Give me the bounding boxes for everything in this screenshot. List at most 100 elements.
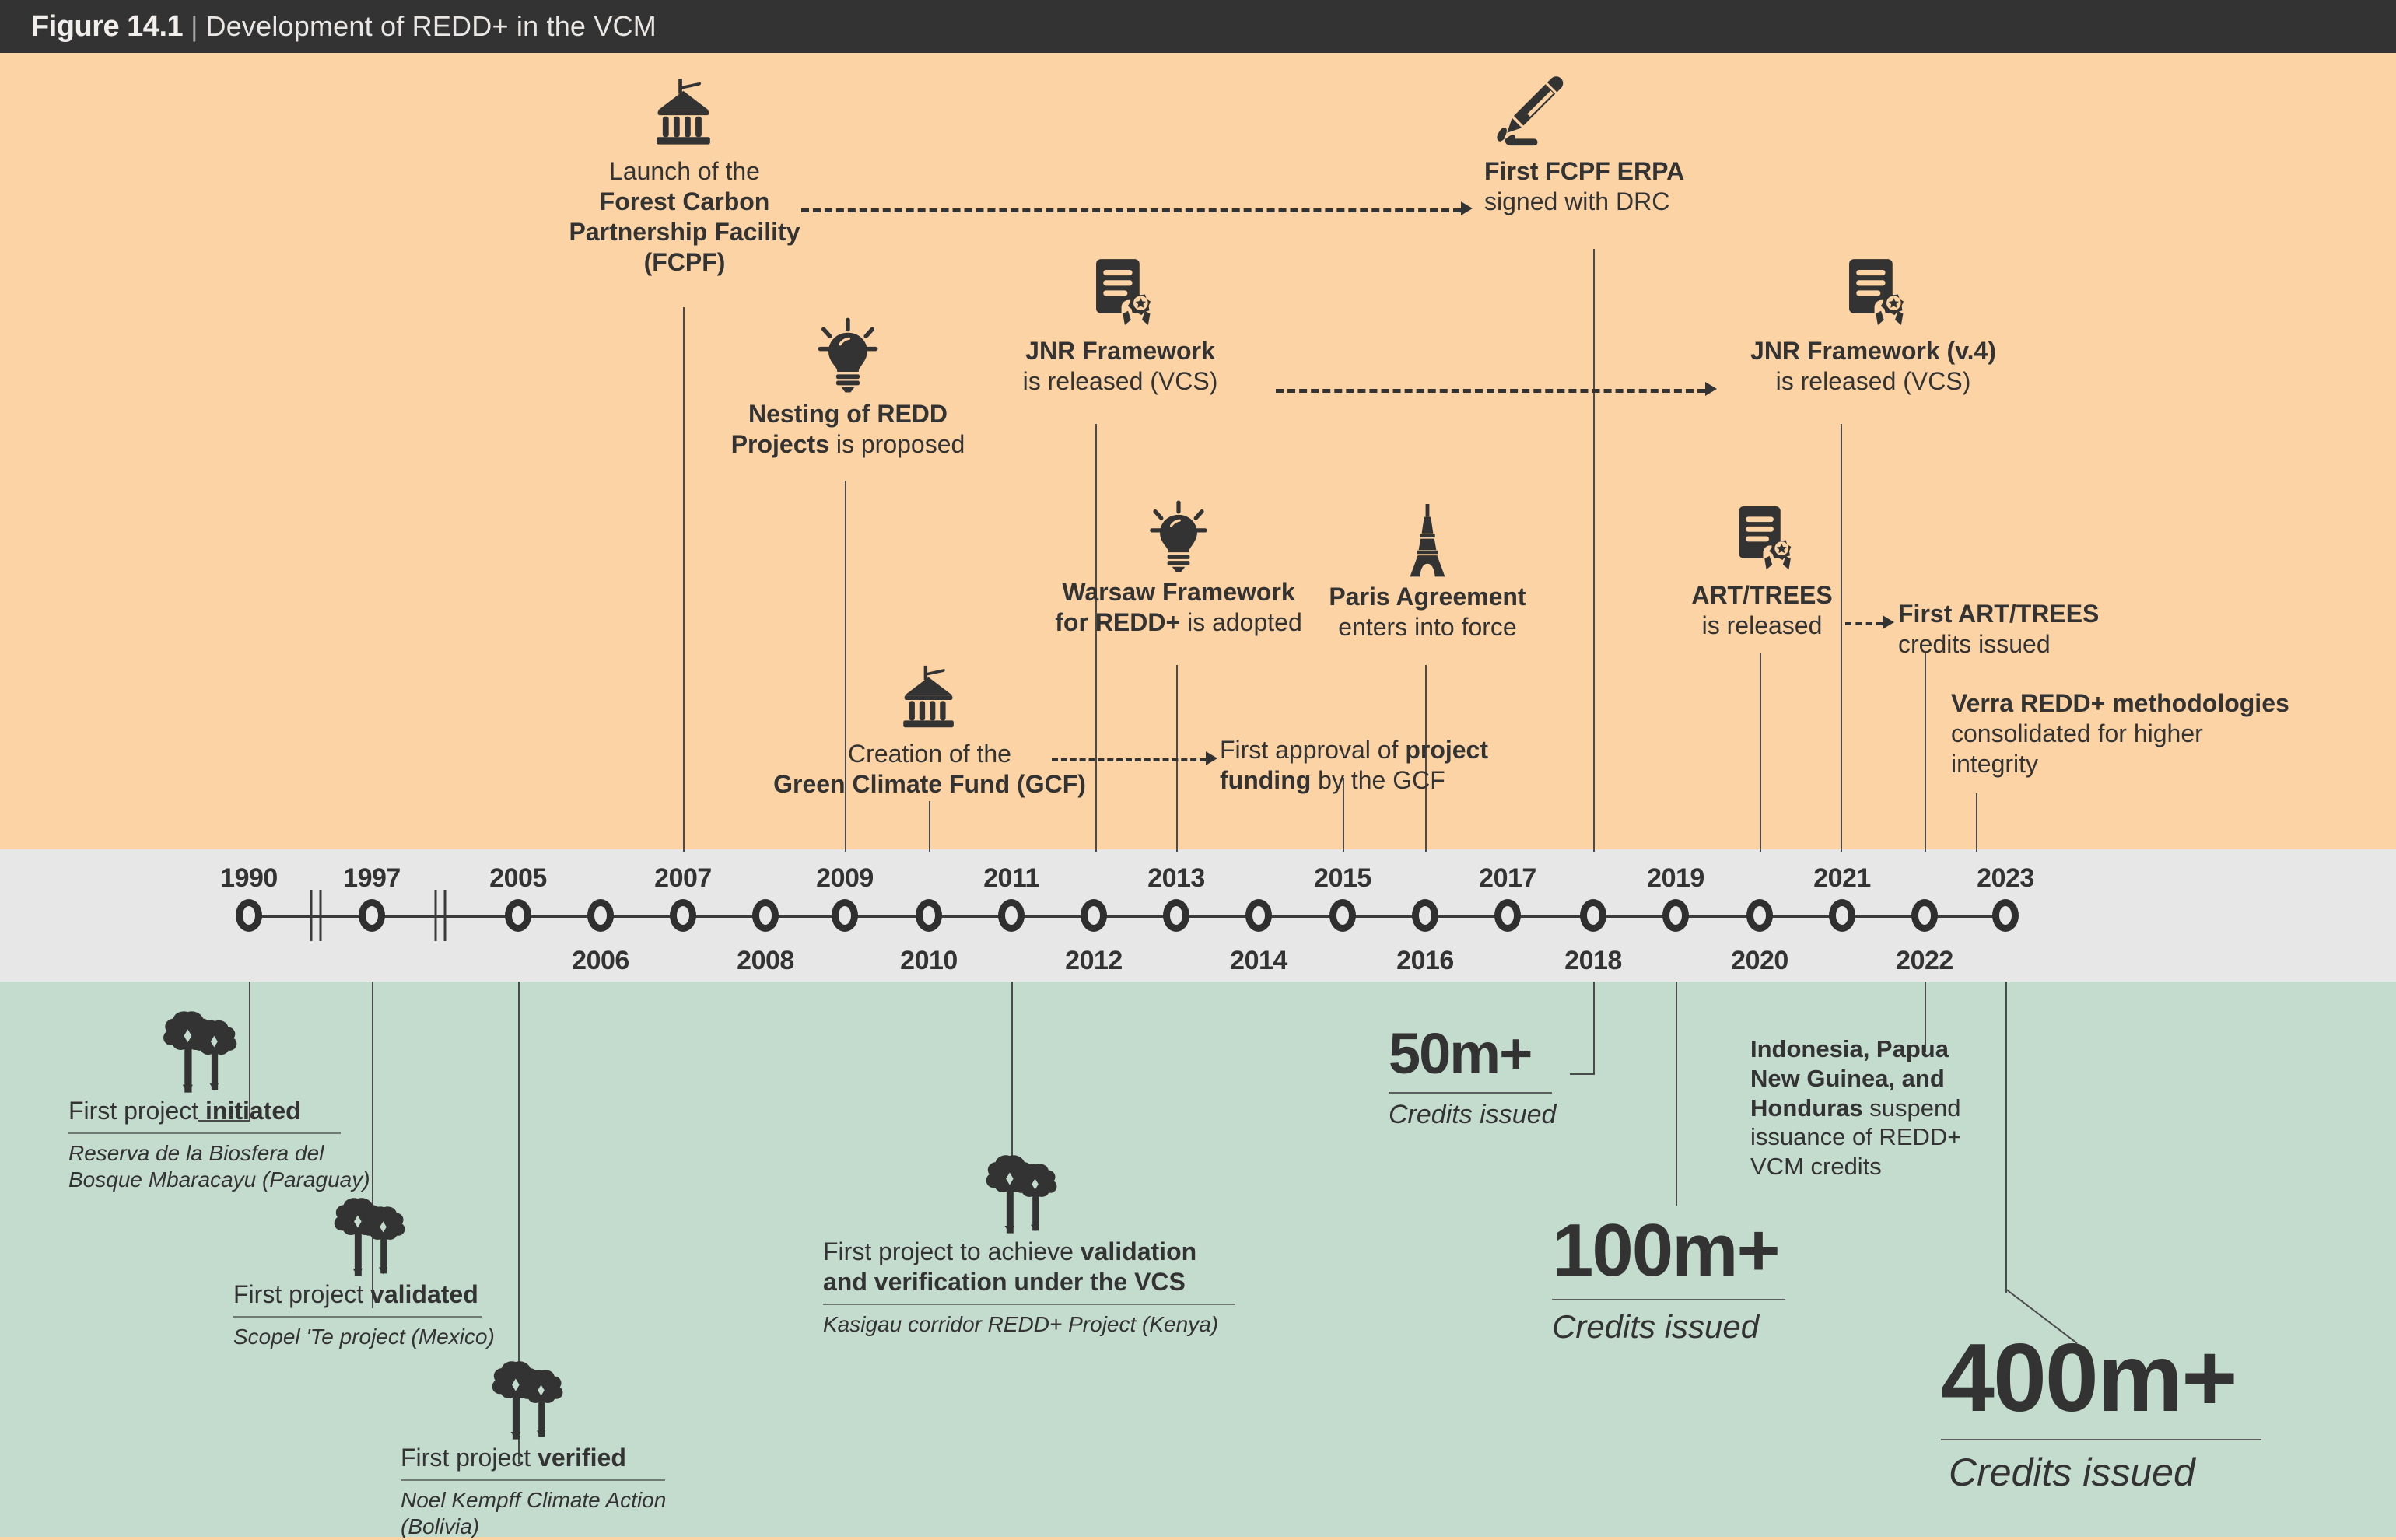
milestone-50m: 50m+ Credits issued	[1389, 1025, 1591, 1130]
axis-tick-2023[interactable]	[1992, 899, 2019, 932]
axis-tick-1997[interactable]	[359, 899, 385, 932]
event-paris: Paris Agreement enters into force	[1315, 504, 1540, 642]
event-first-art-trees-credits: First ART/TREES credits issued	[1898, 599, 2178, 660]
fcpf-line4: (FCPF)	[643, 248, 726, 277]
milestone-400m: 400m+ Credits issued	[1941, 1330, 2345, 1495]
milestone-100m-rule	[1552, 1299, 1785, 1300]
first-verified-sub2: (Bolivia)	[401, 1514, 480, 1539]
axis-tick-2021[interactable]	[1829, 899, 1855, 932]
axis-tick-1990[interactable]	[236, 899, 262, 932]
erpa-bold: First FCPF ERPA	[1484, 157, 1685, 185]
lightbulb-icon	[1027, 498, 1330, 572]
first-vcs-line1-bold: validation	[1080, 1237, 1197, 1265]
milestone-400m-value: 400m+	[1941, 1325, 2238, 1432]
connector-first-initiated-h	[198, 1120, 250, 1122]
art-trees-light: is released	[1701, 611, 1823, 640]
axis-tick-2005[interactable]	[505, 899, 531, 932]
nesting-line2-light: is proposed	[828, 430, 965, 459]
connector-50m-h	[1570, 1073, 1595, 1075]
certificate-seal-icon	[1718, 257, 2029, 331]
axis-tick-2010[interactable]	[916, 899, 942, 932]
connector-first-art-credits	[1925, 653, 1926, 852]
first-verified-sub1: Noel Kempff Climate Action	[401, 1488, 667, 1513]
first-vcs-rule	[823, 1304, 1235, 1306]
first-validated-light: First project	[233, 1280, 371, 1308]
axis-label-2015: 2015	[1314, 863, 1371, 893]
suspensions-line5: VCM credits	[1750, 1153, 1882, 1181]
axis-break-mark-2	[434, 890, 437, 941]
event-first-verified: First project verified Noel Kempff Clima…	[393, 1357, 751, 1540]
verra-line3: integrity	[1951, 750, 2039, 779]
axis-tick-2018[interactable]	[1580, 899, 1606, 932]
axis-label-2017: 2017	[1479, 863, 1536, 893]
axis-tick-2017[interactable]	[1494, 899, 1521, 932]
figure-number: Figure 14.1	[31, 9, 184, 43]
connector-verra	[1976, 793, 1977, 852]
first-art-credits-bold: First ART/TREES	[1898, 600, 2100, 628]
axis-tick-2011[interactable]	[998, 899, 1025, 932]
event-jnr-v4: JNR Framework (v.4) is released (VCS)	[1718, 257, 2029, 397]
milestone-400m-rule	[1941, 1439, 2261, 1440]
arrow-jnr-to-jnrv4	[1705, 382, 1717, 396]
figure-title: Development of REDD+ in the VCM	[205, 10, 657, 42]
axis-tick-2013[interactable]	[1163, 899, 1189, 932]
first-validated-sub1: Scopel 'Te project (Mexico)	[233, 1325, 495, 1349]
first-verified-light: First project	[401, 1444, 538, 1472]
axis-label-2011: 2011	[983, 863, 1039, 893]
event-gcf-funding: First approval of project funding by the…	[1220, 735, 1578, 796]
axis-label-2021: 2021	[1813, 863, 1871, 893]
verra-line2: consolidated for higher	[1951, 719, 2203, 748]
axis-label-2005: 2005	[489, 863, 547, 893]
first-initiated-rule	[68, 1132, 341, 1135]
milestone-400m-label: Credits issued	[1949, 1451, 2195, 1494]
verra-line1: Verra REDD+ methodologies	[1951, 689, 2289, 717]
green-lower-band	[0, 982, 2396, 1537]
axis-tick-2012[interactable]	[1081, 899, 1107, 932]
event-warsaw: Warsaw Framework for REDD+ is adopted	[1027, 498, 1330, 638]
axis-break-mark-1	[310, 890, 313, 941]
bank-flag-icon	[545, 74, 825, 152]
axis-label-2009: 2009	[816, 863, 874, 893]
milestone-50m-rule	[1389, 1092, 1552, 1094]
axis-tick-2008[interactable]	[752, 899, 779, 932]
erpa-light: signed with DRC	[1484, 187, 1670, 216]
axis-tick-2022[interactable]	[1911, 899, 1938, 932]
event-nesting: Nesting of REDD Projects is proposed	[700, 315, 996, 460]
arrow-gcf-to-funding	[1206, 751, 1217, 765]
axis-label-2007: 2007	[654, 863, 712, 893]
connector-gcf-to-funding	[1052, 758, 1206, 761]
axis-tick-2020[interactable]	[1746, 899, 1773, 932]
axis-tick-2006[interactable]	[587, 899, 614, 932]
event-jnr: JNR Framework is released (VCS)	[972, 257, 1268, 397]
suspensions-line4: issuance of REDD+	[1750, 1123, 1962, 1151]
axis-tick-2015[interactable]	[1329, 899, 1356, 932]
connector-100m	[1676, 982, 1677, 1206]
axis-label-2012: 2012	[1065, 946, 1123, 975]
first-verified-bold: verified	[538, 1444, 626, 1472]
connector-gcf	[929, 801, 930, 852]
axis-tick-2014[interactable]	[1245, 899, 1272, 932]
connector-paris	[1425, 665, 1427, 852]
connector-50m-v	[1593, 982, 1595, 1075]
axis-label-2020: 2020	[1731, 946, 1788, 975]
axis-tick-2016[interactable]	[1412, 899, 1438, 932]
two-trees-icon	[485, 1357, 751, 1440]
axis-label-2022: 2022	[1896, 946, 1953, 975]
connector-fcpf	[683, 307, 685, 852]
jnrv4-bold: JNR Framework (v.4)	[1750, 337, 1996, 365]
header-separator: |	[191, 10, 198, 42]
first-vcs-line2: and verification under the VCS	[823, 1268, 1186, 1297]
jnr-light: is released (VCS)	[1022, 367, 1218, 396]
axis-tick-2007[interactable]	[670, 899, 696, 932]
axis-tick-2019[interactable]	[1662, 899, 1689, 932]
connector-jnr-to-jnrv4	[1276, 389, 1705, 393]
first-verified-rule	[401, 1479, 665, 1482]
axis-label-2019: 2019	[1647, 863, 1704, 893]
two-trees-icon	[327, 1194, 591, 1276]
axis-tick-2009[interactable]	[832, 899, 858, 932]
first-initiated-sub1: Reserva de la Biosfera del	[68, 1141, 324, 1166]
connector-first-verified	[518, 982, 520, 1464]
connector-jnr	[1095, 424, 1097, 852]
art-trees-bold: ART/TREES	[1691, 581, 1833, 609]
lightbulb-icon	[700, 315, 996, 393]
